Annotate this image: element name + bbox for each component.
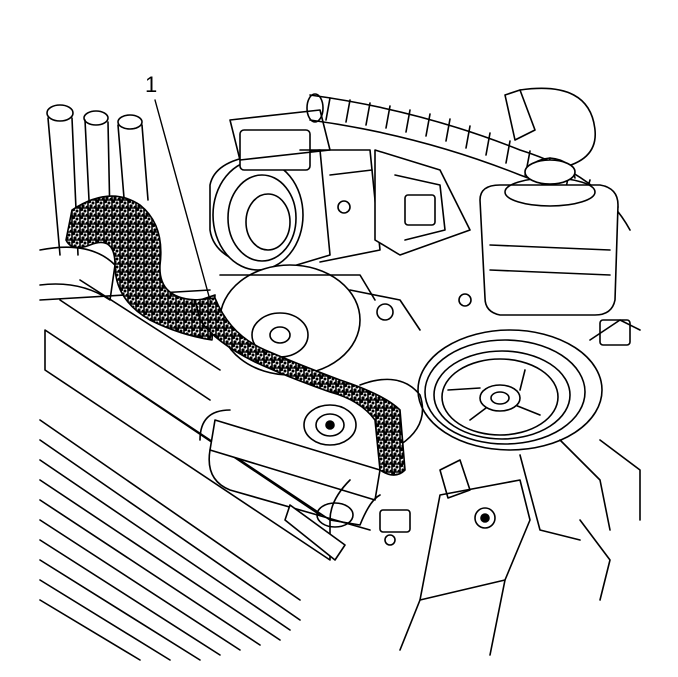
callout-leader-line <box>155 100 210 300</box>
callout-label-1: 1 <box>145 72 158 97</box>
power-steering-pulley <box>418 320 640 540</box>
fluid-reservoir <box>480 158 618 315</box>
throttle-body <box>210 110 470 270</box>
lower-bracket <box>400 440 640 655</box>
heater-hose <box>195 298 405 475</box>
upper-radiator-hose <box>66 196 215 340</box>
lower-hoses <box>200 410 410 560</box>
idler-pulley <box>304 379 423 445</box>
